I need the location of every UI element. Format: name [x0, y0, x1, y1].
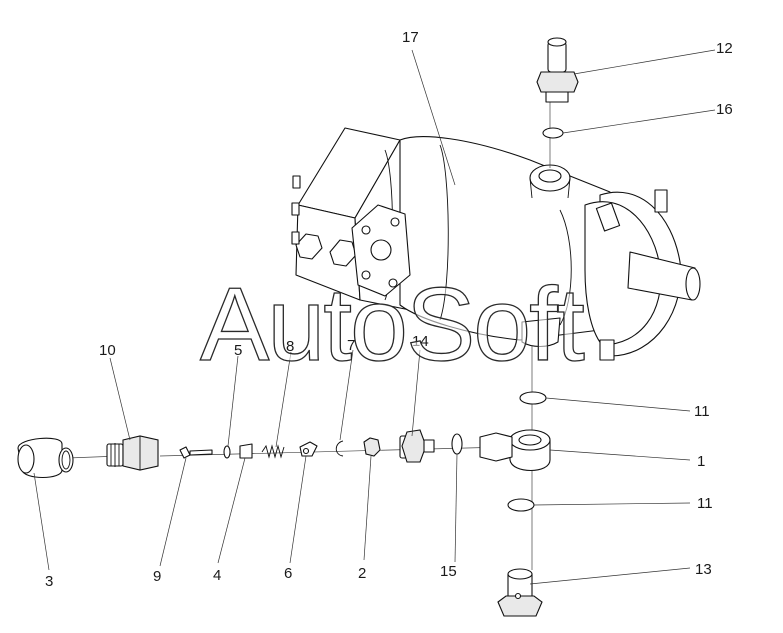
callout-15: 15: [440, 563, 457, 580]
callout-10: 10: [99, 342, 116, 359]
watermark: AutoSoft: [200, 267, 585, 383]
callout-5: 5: [234, 342, 242, 359]
part-3-cap: [17, 437, 74, 479]
part-13-banjo-bolt: [497, 568, 543, 617]
callout-14: 14: [412, 333, 429, 350]
pump-housing: [291, 127, 701, 361]
callout-17: 17: [402, 29, 419, 46]
callout-9: 9: [153, 568, 161, 585]
part-5-washer: [223, 445, 231, 459]
part-11-lower-ring: [507, 498, 535, 512]
part-4-sleeve: [239, 443, 253, 459]
part-16-seal-ring: [542, 127, 564, 139]
part-9-needle-valve: [179, 446, 213, 459]
leader-lines: [33, 49, 716, 585]
part-2-nut: [363, 437, 381, 457]
part-7-circlip: [335, 440, 344, 457]
callout-4: 4: [213, 567, 221, 584]
callout-11-lower: 11: [697, 495, 713, 512]
callout-13: 13: [695, 561, 712, 578]
part-8-spring: [261, 444, 285, 459]
part-1-banjo: [479, 429, 551, 471]
part-6-plunger: [299, 441, 318, 457]
callout-16: 16: [716, 101, 733, 118]
callout-6: 6: [284, 565, 292, 582]
callout-12: 12: [716, 40, 733, 57]
bolt-head-1: [295, 233, 323, 260]
callout-2: 2: [358, 565, 366, 582]
part-12-fitting: [536, 37, 579, 103]
callout-7: 7: [347, 337, 355, 354]
part-11-upper-ring: [519, 391, 547, 405]
callout-3: 3: [45, 573, 53, 590]
callout-8: 8: [286, 338, 294, 355]
part-14-union: [399, 429, 435, 463]
callout-11-upper: 11: [694, 403, 710, 420]
part-15-o-ring: [451, 433, 463, 455]
part-10-fitting: [106, 435, 159, 471]
callout-1: 1: [697, 453, 705, 470]
